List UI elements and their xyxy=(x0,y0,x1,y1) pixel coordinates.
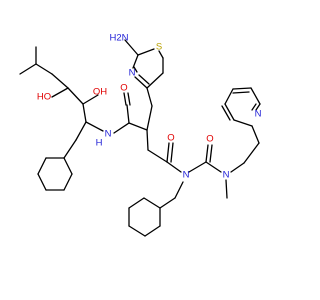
amide-n2-label: N xyxy=(223,170,230,181)
molecule-structure: H2N S N HO OH N H O O N O N N xyxy=(19,33,262,237)
hydroxyl-1-label: HO xyxy=(37,92,51,103)
tertiary-n-label: N xyxy=(183,170,190,181)
carbonyl-o2-label: O xyxy=(167,133,174,144)
pyridine-n-label: N xyxy=(255,109,262,120)
bond-layer xyxy=(19,39,261,237)
thiazole-n-label: N xyxy=(129,68,136,79)
atom-labels: H2N S N HO OH N H O O N O N N xyxy=(37,33,262,181)
carbonyl-o1-label: O xyxy=(120,83,127,94)
carbonyl-o3-label: O xyxy=(206,134,213,145)
amine-h2n-label: H2N xyxy=(109,33,128,44)
amide-nh-n-label: N xyxy=(105,129,112,140)
hydroxyl-2-label: OH xyxy=(93,87,107,98)
thiazole-s-label: S xyxy=(156,42,162,53)
amide-nh-h-label: H xyxy=(96,138,103,149)
